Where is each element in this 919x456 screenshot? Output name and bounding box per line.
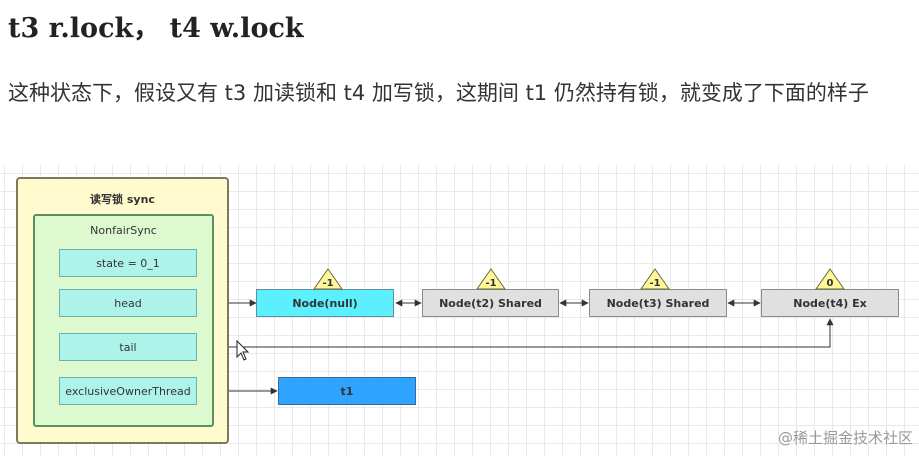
watermark: @稀土掘金技术社区 [777,429,913,447]
status-label-node-null: -1 [322,278,334,289]
status-triangle-node-t4 [815,268,845,290]
head-field: head [59,289,197,317]
mouse-cursor-icon [236,339,250,361]
nonfairsync-label: NonfairSync [90,224,157,237]
page-heading: t3 r.lock， t4 w.lock [8,13,304,44]
queue-node-null: Node(null) [256,289,394,317]
tail-field: tail [59,333,197,361]
description-paragraph: 这种状态下，假设又有 t3 加读锁和 t4 加写锁，这期间 t1 仍然持有锁，就… [8,81,869,105]
status-triangle-node-null [313,268,343,290]
queue-node-t3: Node(t3) Shared [589,289,727,317]
owner-thread-t1: t1 [278,377,416,405]
state-field: state = 0_1 [59,249,197,277]
status-label-node-t4: 0 [826,278,834,289]
queue-node-t2: Node(t2) Shared [422,289,559,317]
status-label-node-t2: -1 [485,278,497,289]
tail-pointer-arrow [197,318,834,348]
queue-node-t4: Node(t4) Ex [761,289,899,317]
sync-label: 读写锁 sync [90,193,155,206]
status-label-node-t3: -1 [649,278,661,289]
status-triangle-node-t2 [476,268,506,290]
exclusive-owner-thread-field: exclusiveOwnerThread [59,377,197,405]
lock-queue-diagram: 读写锁 sync NonfairSync state = 0_1 head ta… [0,165,919,456]
status-triangle-node-t3 [640,268,670,290]
